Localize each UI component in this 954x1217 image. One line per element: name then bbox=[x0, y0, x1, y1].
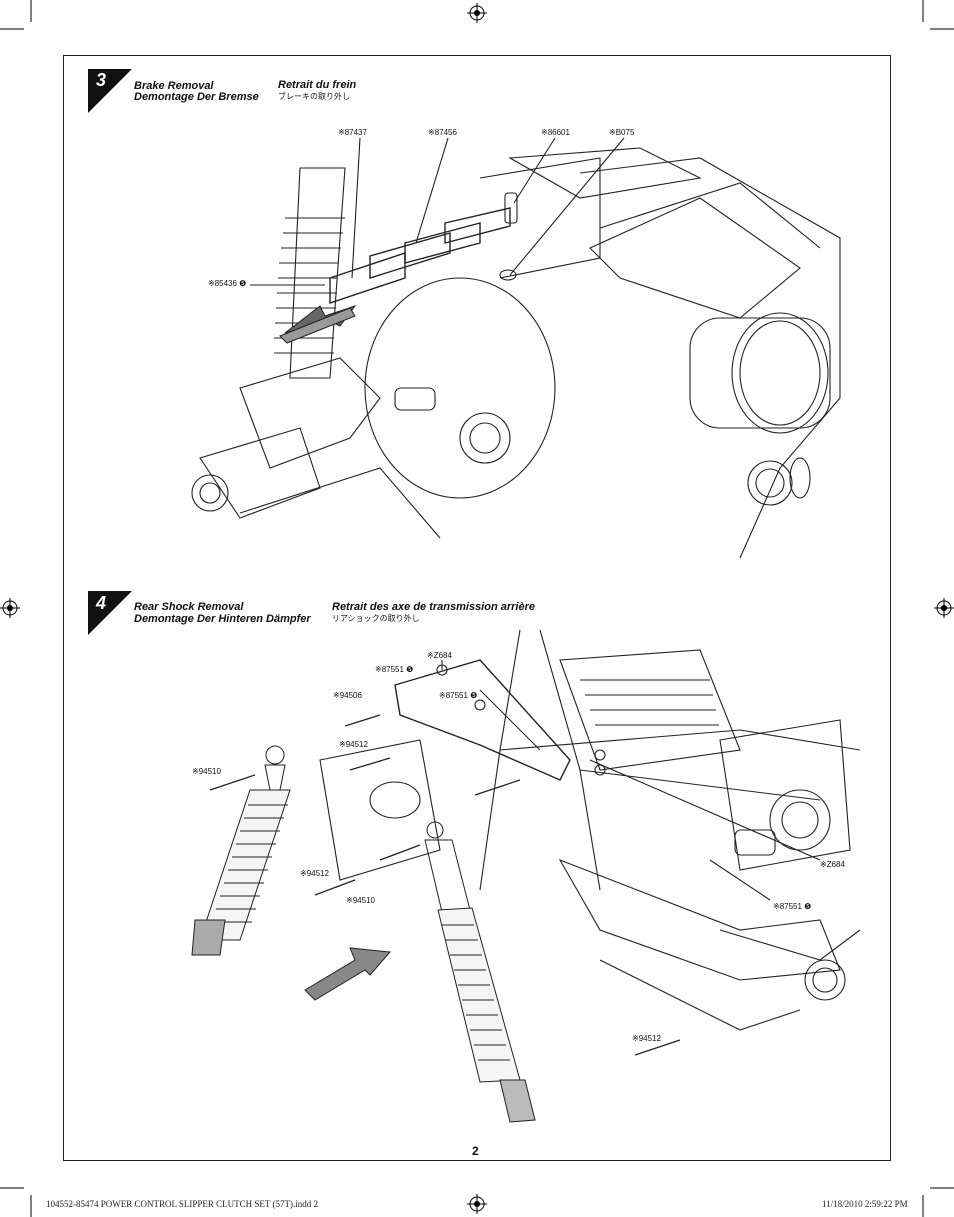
step-4-flag bbox=[88, 591, 132, 635]
section-3-title-fr: Retrait du frein bbox=[278, 79, 357, 91]
part-label: ※94512 bbox=[339, 740, 368, 749]
section-3-title-jp: ブレーキの取り外し bbox=[278, 92, 350, 101]
brake-removal-illustration bbox=[191, 137, 841, 559]
section-4-title-jp: リアショックの取り外し bbox=[332, 614, 420, 623]
section-3-title-en: Brake Removal bbox=[134, 80, 214, 92]
part-label: ※94512 bbox=[632, 1034, 661, 1043]
part-label: ※Z684 bbox=[427, 651, 452, 660]
part-label: ※94506 bbox=[333, 691, 362, 700]
registration-mark-top bbox=[467, 3, 487, 23]
part-label: ※87456 bbox=[428, 128, 457, 137]
section-4-title-en: Rear Shock Removal bbox=[134, 601, 244, 613]
part-label: ※94512 bbox=[300, 869, 329, 878]
section-3-title-de: Demontage Der Bremse bbox=[134, 91, 259, 103]
section-4-title-de: Demontage Der Hinteren Dämpfer bbox=[134, 613, 311, 625]
part-label: ※87551 ❺ bbox=[375, 665, 414, 674]
part-label: ※94510 bbox=[192, 767, 221, 776]
page-number: 2 bbox=[472, 1144, 479, 1158]
step-3-number: 3 bbox=[96, 70, 107, 90]
part-label: ※94510 bbox=[346, 896, 375, 905]
part-label: ※B075 bbox=[609, 128, 635, 137]
part-label: ※Z684 bbox=[820, 860, 845, 869]
step-4-number: 4 bbox=[96, 593, 107, 613]
section-4-title-fr: Retrait des axe de transmission arrière bbox=[332, 601, 535, 613]
registration-mark-left bbox=[0, 598, 20, 618]
step-3-flag bbox=[88, 69, 132, 113]
footer-file: 104552-85474 POWER CONTROL SLIPPER CLUTC… bbox=[46, 1199, 319, 1209]
rear-shock-removal-illustration bbox=[191, 629, 861, 1123]
part-label: ※86601 bbox=[541, 128, 570, 137]
part-label: ※87551 ❺ bbox=[439, 691, 478, 700]
registration-mark-bottom bbox=[467, 1194, 487, 1214]
part-label: ※85436 ❺ bbox=[208, 279, 247, 288]
registration-mark-right bbox=[934, 598, 954, 618]
part-label: ※87551 ❺ bbox=[773, 902, 812, 911]
page-frame bbox=[63, 55, 891, 1161]
footer-date: 11/18/2010 2:59:22 PM bbox=[822, 1199, 908, 1209]
part-label: ※87437 bbox=[338, 128, 367, 137]
